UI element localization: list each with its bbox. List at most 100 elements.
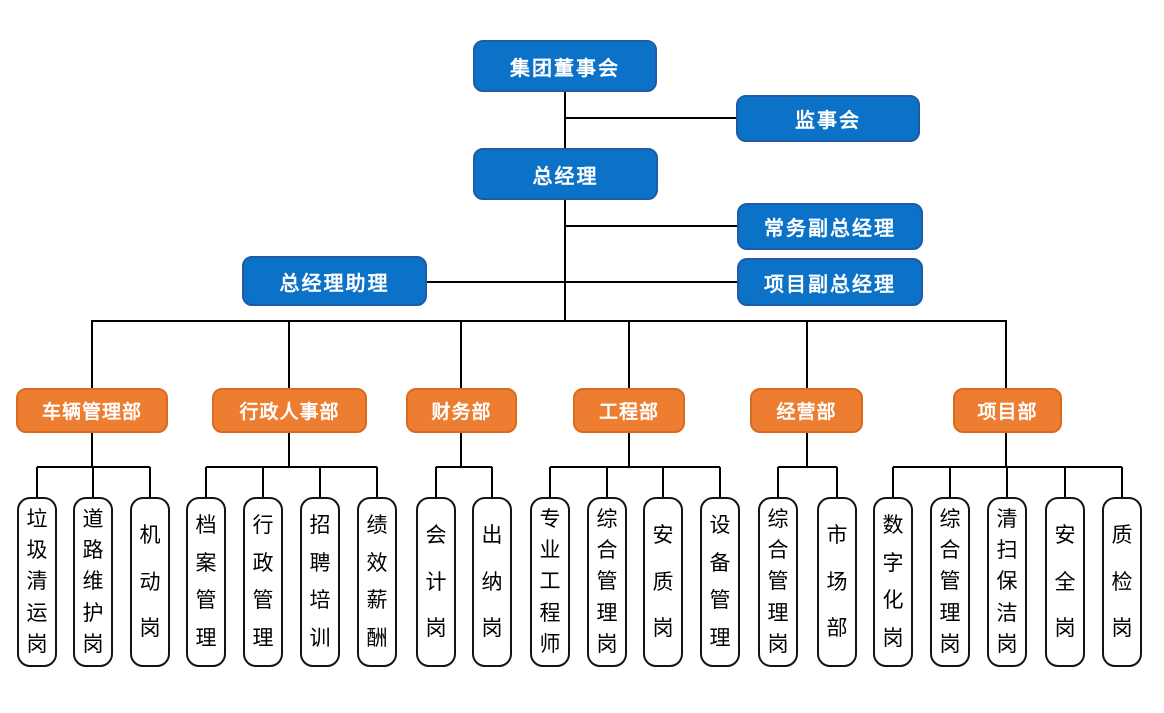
connector-leaf-drop (92, 467, 94, 497)
connector-drop (628, 321, 630, 388)
connector-drop (460, 321, 462, 388)
node-position: 清扫保洁岗 (987, 497, 1027, 667)
node-position: 行政管理 (243, 497, 283, 667)
connector-drop (91, 321, 93, 388)
connector-riser (806, 433, 808, 467)
connector-exec-deputy (564, 225, 737, 227)
position-label: 综合管理岗 (767, 508, 789, 656)
connector-trunk (564, 90, 566, 321)
node-position: 道路维护岗 (73, 497, 113, 667)
connector-leaf-drop (36, 467, 38, 497)
connector-dept-spine (91, 320, 1007, 322)
node-exec-deputy-gm-label: 常务副总经理 (764, 218, 896, 240)
connector-riser (91, 433, 93, 467)
position-label: 机动岗 (139, 523, 161, 641)
connector-leaf-drop (549, 467, 551, 497)
node-supervisory-label: 监事会 (795, 110, 861, 132)
node-position: 绩效薪酬 (357, 497, 397, 667)
connector-leaf-drop (777, 467, 779, 497)
node-position: 综合管理岗 (758, 497, 798, 667)
connector-leaf-drop (262, 467, 264, 497)
connector-leaf-drop (376, 467, 378, 497)
position-label: 综合管理岗 (596, 508, 618, 656)
connector-leaf-drop (949, 467, 951, 497)
connector-drop (288, 321, 290, 388)
connector-leaf-drop (319, 467, 321, 497)
connector-supervisory (564, 117, 737, 119)
position-label: 安质岗 (652, 523, 674, 641)
node-dept-vehicle: 车辆管理部 (16, 388, 168, 433)
connector-drop (1005, 321, 1007, 388)
node-gm: 总经理 (473, 148, 658, 200)
node-position: 专业工程师 (530, 497, 570, 667)
node-project-deputy-gm-label: 项目副总经理 (764, 273, 896, 296)
node-position: 出纳岗 (472, 497, 512, 667)
connector-riser (288, 433, 290, 467)
node-position: 设备管理 (700, 497, 740, 667)
position-label: 质检岗 (1111, 523, 1133, 641)
connector-subspine (206, 466, 377, 468)
connector-leaf-drop (1121, 467, 1123, 497)
dept-label: 项目部 (977, 402, 1038, 423)
position-label: 专业工程师 (539, 508, 561, 656)
node-supervisory: 监事会 (736, 95, 920, 142)
position-label: 市场部 (826, 523, 848, 641)
connector-leaf-drop (719, 467, 721, 497)
connector-leaf-drop (662, 467, 664, 497)
connector-assistant-deputy (427, 281, 737, 283)
connector-drop (806, 321, 808, 388)
dept-label: 经营部 (776, 402, 837, 423)
node-dept-project: 项目部 (953, 388, 1062, 433)
connector-subspine (436, 466, 492, 468)
dept-label: 车辆管理部 (41, 402, 142, 423)
position-label: 垃圾清运岗 (26, 508, 48, 656)
node-position: 档案管理 (186, 497, 226, 667)
connector-riser (460, 433, 462, 467)
node-position: 垃圾清运岗 (17, 497, 57, 667)
node-board: 集团董事会 (473, 40, 657, 92)
node-board-label: 集团董事会 (510, 57, 620, 80)
position-label: 设备管理 (709, 514, 731, 650)
node-gm-assistant-label: 总经理助理 (279, 272, 390, 295)
connector-subspine (778, 466, 837, 468)
connector-leaf-drop (491, 467, 493, 497)
position-label: 行政管理 (252, 514, 274, 650)
position-label: 招聘培训 (309, 514, 331, 650)
node-dept-admin-hr: 行政人事部 (212, 388, 367, 433)
position-label: 数字化岗 (882, 514, 904, 650)
position-label: 出纳岗 (481, 523, 503, 641)
position-label: 道路维护岗 (82, 508, 104, 656)
node-position: 综合管理岗 (930, 497, 970, 667)
node-exec-deputy-gm: 常务副总经理 (737, 203, 923, 250)
position-label: 绩效薪酬 (366, 514, 388, 650)
node-position: 会计岗 (416, 497, 456, 667)
node-position: 安全岗 (1045, 497, 1085, 667)
connector-leaf-drop (892, 467, 894, 497)
dept-label: 行政人事部 (239, 402, 340, 423)
connector-leaf-drop (836, 467, 838, 497)
node-position: 安质岗 (643, 497, 683, 667)
node-position: 市场部 (817, 497, 857, 667)
node-dept-finance: 财务部 (406, 388, 517, 433)
position-label: 会计岗 (425, 523, 447, 641)
node-position: 数字化岗 (873, 497, 913, 667)
connector-subspine (550, 466, 720, 468)
connector-leaf-drop (606, 467, 608, 497)
node-dept-operations: 经营部 (750, 388, 863, 433)
connector-leaf-drop (149, 467, 151, 497)
node-dept-engineering: 工程部 (573, 388, 685, 433)
connector-leaf-drop (1006, 467, 1008, 497)
position-label: 清扫保洁岗 (996, 508, 1018, 656)
connector-riser (628, 433, 630, 467)
connector-leaf-drop (205, 467, 207, 497)
node-position: 招聘培训 (300, 497, 340, 667)
connector-riser (1005, 433, 1007, 467)
dept-label: 财务部 (431, 402, 492, 423)
node-position: 机动岗 (130, 497, 170, 667)
node-gm-assistant: 总经理助理 (242, 256, 427, 306)
node-position: 综合管理岗 (587, 497, 627, 667)
connector-leaf-drop (1064, 467, 1066, 497)
position-label: 档案管理 (195, 514, 217, 650)
node-gm-label: 总经理 (532, 165, 599, 188)
